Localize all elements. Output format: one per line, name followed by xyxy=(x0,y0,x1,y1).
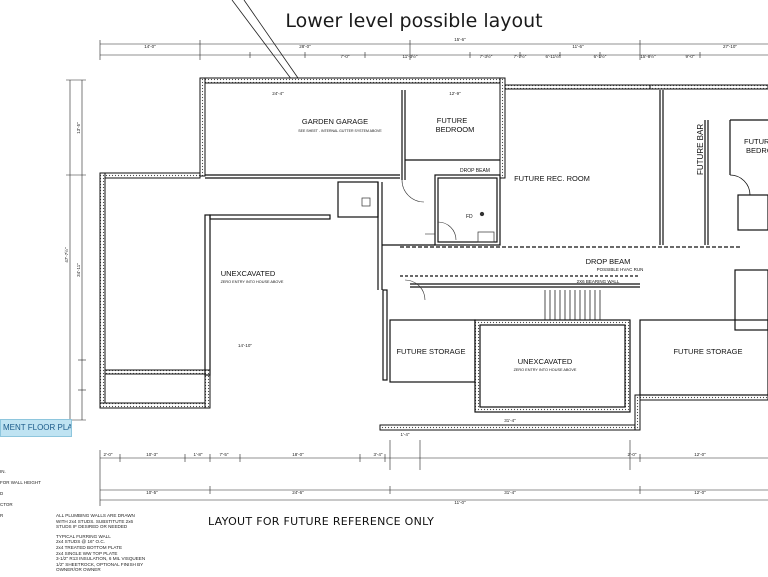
dim-top-4: 27'-10" xyxy=(723,44,737,49)
dim-unexcavated-width-2: 14'-10" xyxy=(238,343,252,348)
future-storage-2-label: FUTURE STORAGE xyxy=(673,347,742,356)
future-storage-1-label: FUTURE STORAGE xyxy=(396,347,465,356)
floor-plan-tab: MENT FLOOR PLAN xyxy=(0,419,72,437)
unexcavated-2-label: UNEXCAVATED xyxy=(518,357,573,366)
interior-walls xyxy=(204,90,768,413)
future-bedroom-label-2: BEDROOM xyxy=(436,125,475,134)
stairs xyxy=(544,290,601,320)
future-bedroom-2-label-2: BEDRO xyxy=(746,146,768,155)
dim-left-a: 13'-5" xyxy=(76,122,81,134)
drop-beam-2-label: DROP BEAM xyxy=(586,257,631,266)
foundation-walls xyxy=(99,77,768,431)
future-bar-label: FUTURE BAR xyxy=(696,124,705,175)
dim-top-2: 28'-0" xyxy=(299,44,311,49)
bottom-dimension-lines xyxy=(99,440,768,506)
roof-leader-line xyxy=(231,0,299,81)
bearing-wall-label: 2X6 BEARING WALL xyxy=(577,279,620,284)
dim-row2-g: 6'-1½" xyxy=(594,53,607,59)
dim-total-1: 10'-5" xyxy=(146,490,158,495)
dim-left-total: 47'-7½" xyxy=(63,247,69,263)
left-dimension-lines xyxy=(66,79,86,421)
dim-garage-width: 24'-4" xyxy=(272,91,284,96)
furring-note: TYPICAL FURRING WALL 2x4 STUDS @ 16" O.C… xyxy=(56,533,146,573)
dim-bottom-3: 1'-8" xyxy=(194,452,203,457)
dim-total-2: 24'-6" xyxy=(292,490,304,495)
bathroom-fixtures xyxy=(361,197,495,243)
dim-total-4: 12'-0" xyxy=(694,490,706,495)
door-swings xyxy=(401,179,457,301)
legend-item: IN. xyxy=(0,469,6,474)
dim-bottom-4: 7'-5" xyxy=(220,452,229,457)
legend-item: CTOR xyxy=(0,502,13,507)
dim-row2-a: 7'-0" xyxy=(341,54,350,59)
dim-bottom-9: 1'-4" xyxy=(401,432,410,437)
dim-row2-e: 6'-11½" xyxy=(546,53,561,59)
dim-row2-h: 15'-8½" xyxy=(640,53,656,59)
dim-row2-b: 11'-3½" xyxy=(403,53,418,59)
legend-item: D xyxy=(0,491,4,496)
legend-item: FOR WALL HEIGHT xyxy=(0,480,41,485)
legend-item: R xyxy=(0,513,4,518)
garage-note: SEE SHEET - INTERNAL GUTTER SYSTEM ABOVE xyxy=(298,129,382,133)
dim-bottom-7: 2'-0" xyxy=(628,452,637,457)
dim-top-1: 14'-0" xyxy=(144,44,156,49)
dim-top-3: 15'-6" xyxy=(454,37,466,42)
construction-notes: ALL PLUMBING WALLS ARE DRAWN WITH 2x4 ST… xyxy=(56,513,156,577)
dim-unexcavated-width: 31'-4" xyxy=(504,418,516,423)
dim-bottom-1: 2'-0" xyxy=(104,452,113,457)
dim-row2-f: 11'-6" xyxy=(572,44,584,49)
dim-left-b: 34'-11" xyxy=(76,263,81,277)
plumbing-note: ALL PLUMBING WALLS ARE DRAWN WITH 2x4 ST… xyxy=(56,513,135,530)
unexcavated-2-sub: ZERO ENTRY INTO HOUSE ABOVE xyxy=(514,368,577,372)
unexcavated-1-sub: ZERO ENTRY INTO HOUSE ABOVE xyxy=(221,280,284,284)
unexcavated-1-label: UNEXCAVATED xyxy=(221,269,276,278)
future-bedroom-label-1: FUTURE xyxy=(437,116,467,125)
dim-row2-c: 7'-3½" xyxy=(480,53,493,59)
dim-bottom-5: 18'-0" xyxy=(292,452,304,457)
dim-total-3: 31'-4" xyxy=(504,490,516,495)
dim-row2-i: 9'-0" xyxy=(686,54,695,59)
dim-row2-d: 7'-7½" xyxy=(514,53,527,59)
drop-beam-1-label: DROP BEAM xyxy=(460,168,490,174)
dim-bottom-2: 10'-3" xyxy=(146,452,158,457)
legend: IN. FOR WALL HEIGHT D CTOR R xyxy=(0,466,41,521)
dim-bottom-8: 12'-0" xyxy=(694,452,706,457)
page-title: Lower level possible layout xyxy=(285,10,543,32)
top-dimension-lines xyxy=(99,40,768,60)
hvac-run-label: POSSIBLE HVAC RUN xyxy=(597,267,644,272)
dim-bottom-6: 3'-4" xyxy=(374,452,383,457)
floor-drain-label: FD xyxy=(466,214,473,220)
garden-garage-label: GARDEN GARAGE xyxy=(302,117,368,126)
dim-overall: 11'-0" xyxy=(454,500,466,505)
future-bedroom-2-label-1: FUTURE xyxy=(744,137,768,146)
footer-note: LAYOUT FOR FUTURE REFERENCE ONLY xyxy=(208,515,435,528)
future-rec-room-label: FUTURE REC. ROOM xyxy=(514,174,590,183)
dim-bedroom-width: 12'-9" xyxy=(449,91,461,96)
